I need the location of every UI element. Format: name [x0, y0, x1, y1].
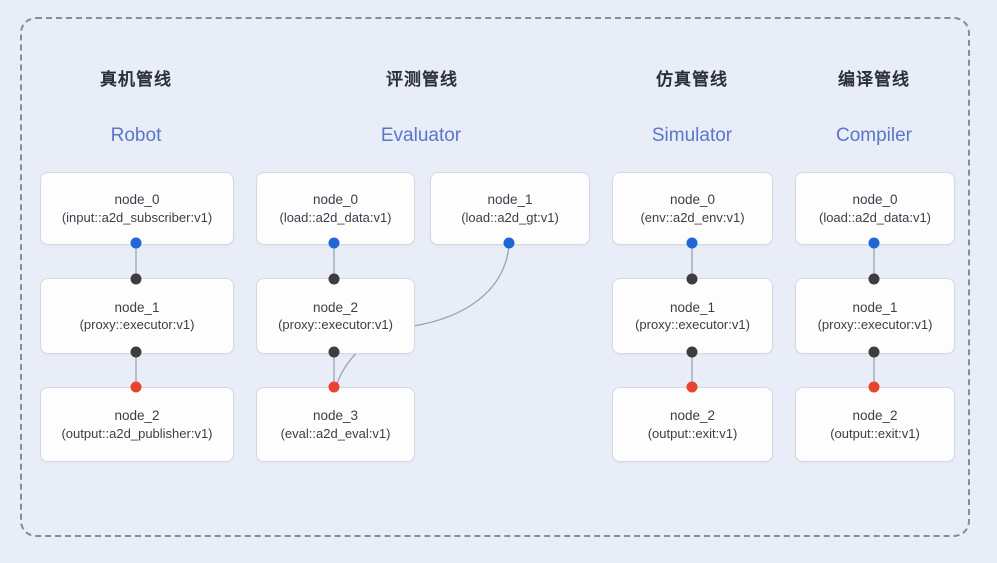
node-title: node_2: [669, 408, 716, 424]
pipeline-name-simulator: Simulator: [651, 125, 733, 146]
node-title: node_3: [312, 408, 359, 424]
node-impl: (load::a2d_gt:v1): [461, 209, 559, 225]
port-dot-internal: [686, 273, 698, 285]
node-title: node_2: [852, 408, 898, 424]
pipeline-name-robot: Robot: [110, 125, 162, 146]
port-dot-output: [328, 381, 340, 393]
node-title: node_0: [114, 192, 160, 208]
port-dot-internal: [328, 346, 340, 358]
port-dot-input: [503, 237, 515, 249]
port-dot-internal: [130, 273, 142, 285]
node-impl: (proxy::executor:v1): [635, 317, 750, 333]
node-box-robot-node0: node_0 (input::a2d_subscriber:v1): [40, 172, 234, 245]
node-impl: (load::a2d_data:v1): [279, 209, 392, 225]
port-dot-output: [686, 381, 698, 393]
node-box-robot-node2: node_2 (output::a2d_publisher:v1): [40, 387, 234, 462]
node-title: node_1: [487, 192, 533, 208]
node-box-eval-node0: node_0 (load::a2d_data:v1): [256, 172, 415, 245]
node-box-comp-node0: node_0 (load::a2d_data:v1): [795, 172, 955, 245]
node-title: node_1: [114, 299, 160, 315]
node-impl: (proxy::executor:v1): [278, 317, 393, 333]
port-dot-input: [328, 237, 340, 249]
node-box-sim-node2: node_2 (output::exit:v1): [612, 387, 773, 462]
node-box-eval-node2: node_2 (proxy::executor:v1): [256, 278, 415, 354]
pipeline-title-zh-evaluator: 评测管线: [386, 70, 458, 89]
pipeline-title-zh-robot: 真机管线: [100, 70, 172, 89]
pipeline-group-border: [20, 17, 970, 537]
port-dot-input: [130, 237, 142, 249]
node-impl: (proxy::executor:v1): [79, 317, 195, 333]
node-impl: (input::a2d_subscriber:v1): [61, 209, 213, 225]
node-title: node_1: [669, 299, 716, 315]
port-dot-internal: [130, 346, 142, 358]
port-dot-internal: [328, 273, 340, 285]
node-impl: (load::a2d_data:v1): [818, 209, 932, 225]
pipeline-name-evaluator: Evaluator: [380, 125, 462, 146]
node-title: node_2: [312, 299, 359, 315]
node-impl: (output::exit:v1): [830, 425, 920, 441]
node-impl: (proxy::executor:v1): [817, 317, 933, 333]
pipeline-name-compiler: Compiler: [835, 125, 913, 146]
node-box-eval-node3: node_3 (eval::a2d_eval:v1): [256, 387, 415, 462]
port-dot-internal: [868, 346, 880, 358]
node-title: node_0: [852, 192, 898, 208]
node-box-sim-node0: node_0 (env::a2d_env:v1): [612, 172, 773, 245]
port-dot-output: [868, 381, 880, 393]
node-box-robot-node1: node_1 (proxy::executor:v1): [40, 278, 234, 354]
node-box-sim-node1: node_1 (proxy::executor:v1): [612, 278, 773, 354]
node-box-comp-node2: node_2 (output::exit:v1): [795, 387, 955, 462]
port-dot-internal: [686, 346, 698, 358]
pipeline-title-zh-compiler: 编译管线: [838, 70, 910, 89]
port-dot-input: [686, 237, 698, 249]
node-impl: (env::a2d_env:v1): [640, 209, 745, 225]
node-title: node_0: [669, 192, 716, 208]
node-title: node_1: [852, 299, 898, 315]
node-impl: (output::exit:v1): [647, 425, 738, 441]
node-impl: (output::a2d_publisher:v1): [61, 425, 213, 441]
port-dot-output: [130, 381, 142, 393]
node-title: node_2: [114, 408, 160, 424]
node-title: node_0: [312, 192, 359, 208]
node-impl: (eval::a2d_eval:v1): [280, 425, 391, 441]
node-box-comp-node1: node_1 (proxy::executor:v1): [795, 278, 955, 354]
port-dot-internal: [868, 273, 880, 285]
port-dot-input: [868, 237, 880, 249]
pipeline-title-zh-simulator: 仿真管线: [656, 70, 728, 89]
node-box-eval-node1: node_1 (load::a2d_gt:v1): [430, 172, 590, 245]
